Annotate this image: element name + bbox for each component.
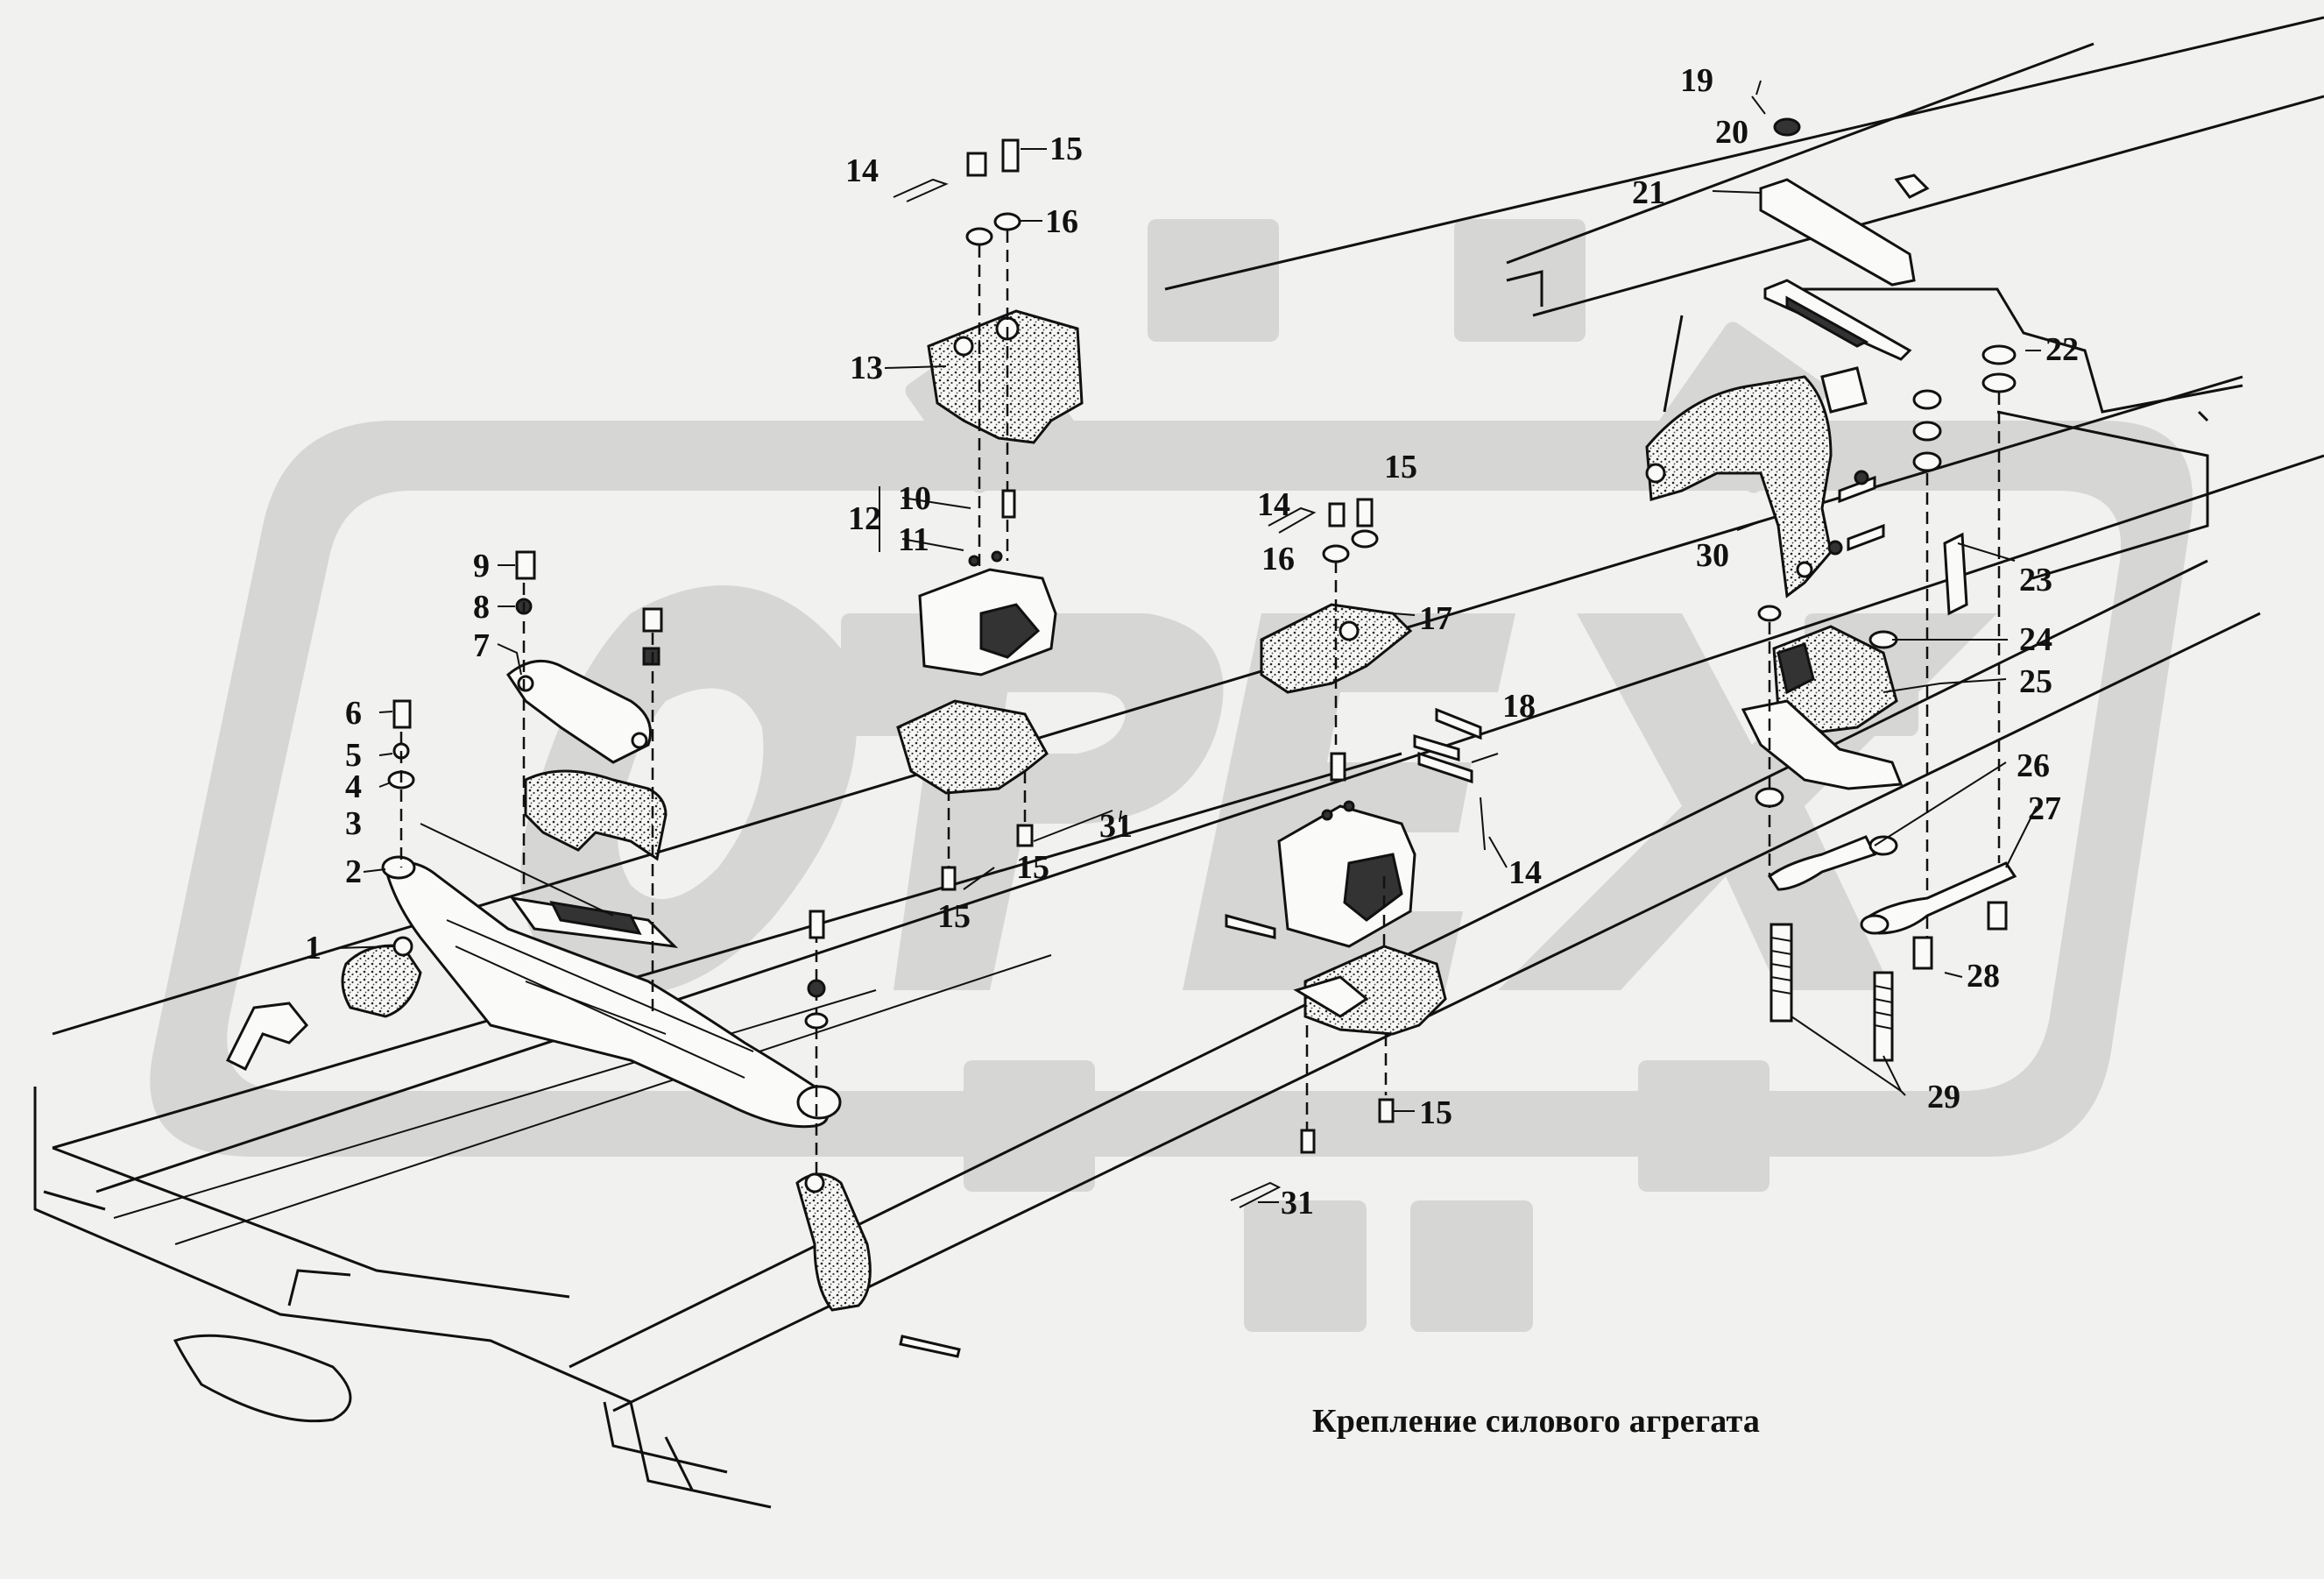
callout-15a: 15 bbox=[1049, 131, 1083, 167]
callout-11: 11 bbox=[898, 521, 929, 558]
bolt-9 bbox=[515, 550, 536, 580]
callout-14b: 14 bbox=[1257, 486, 1290, 523]
callout-25: 25 bbox=[2019, 663, 2052, 700]
plate-21 bbox=[1759, 178, 1916, 287]
callout-12: 12 bbox=[848, 500, 881, 537]
callout-16b: 16 bbox=[1261, 541, 1295, 577]
callout-3: 3 bbox=[345, 805, 362, 842]
callout-17: 17 bbox=[1419, 600, 1452, 637]
callout-24: 24 bbox=[2019, 621, 2052, 658]
left-support-assembly bbox=[225, 550, 961, 1358]
callout-4: 4 bbox=[345, 768, 362, 805]
diagram-caption: Крепление силового агрегата bbox=[1312, 1403, 1761, 1440]
callout-30: 30 bbox=[1696, 537, 1729, 574]
callout-14c: 14 bbox=[1508, 854, 1542, 891]
callout-28: 28 bbox=[1967, 958, 2000, 995]
leader-lines bbox=[336, 80, 2041, 1203]
bolt-29a bbox=[1769, 923, 1793, 1023]
callout-labels: 1 2 3 4 5 6 7 8 9 10 11 12 13 14 14 14 1… bbox=[305, 62, 2079, 1221]
bolt-29b bbox=[1873, 971, 1894, 1062]
callout-26: 26 bbox=[2017, 747, 2050, 784]
callout-31b: 31 bbox=[1281, 1185, 1314, 1221]
upper-support-assembly bbox=[893, 138, 1113, 891]
callout-14a: 14 bbox=[845, 152, 879, 189]
callout-18: 18 bbox=[1502, 688, 1536, 725]
bracket-30 bbox=[1645, 375, 1833, 598]
callout-1: 1 bbox=[305, 930, 321, 967]
bolt-6 bbox=[392, 699, 412, 729]
callout-13: 13 bbox=[850, 350, 883, 386]
callout-15e: 15 bbox=[1419, 1094, 1452, 1131]
callout-5: 5 bbox=[345, 737, 362, 774]
callout-6: 6 bbox=[345, 695, 362, 732]
callout-31a: 31 bbox=[1099, 808, 1133, 845]
callout-21: 21 bbox=[1632, 174, 1665, 211]
callout-15c: 15 bbox=[1016, 849, 1049, 886]
bracket-1 bbox=[341, 944, 422, 1018]
callout-7: 7 bbox=[473, 627, 490, 664]
callout-16a: 16 bbox=[1045, 203, 1078, 240]
callout-15b: 15 bbox=[1384, 449, 1417, 485]
callout-8: 8 bbox=[473, 589, 490, 626]
center-support-assembly bbox=[1225, 498, 1486, 1208]
callout-29: 29 bbox=[1927, 1079, 1960, 1115]
callout-19: 19 bbox=[1680, 62, 1713, 99]
callout-15d: 15 bbox=[937, 898, 971, 935]
callout-22: 22 bbox=[2045, 331, 2079, 368]
callout-20: 20 bbox=[1715, 114, 1748, 151]
callout-9: 9 bbox=[473, 548, 490, 584]
callout-10: 10 bbox=[898, 480, 931, 517]
callout-2: 2 bbox=[345, 853, 362, 890]
right-support-assembly bbox=[1645, 96, 2017, 1062]
callout-27: 27 bbox=[2028, 790, 2061, 827]
callout-23: 23 bbox=[2019, 562, 2052, 598]
